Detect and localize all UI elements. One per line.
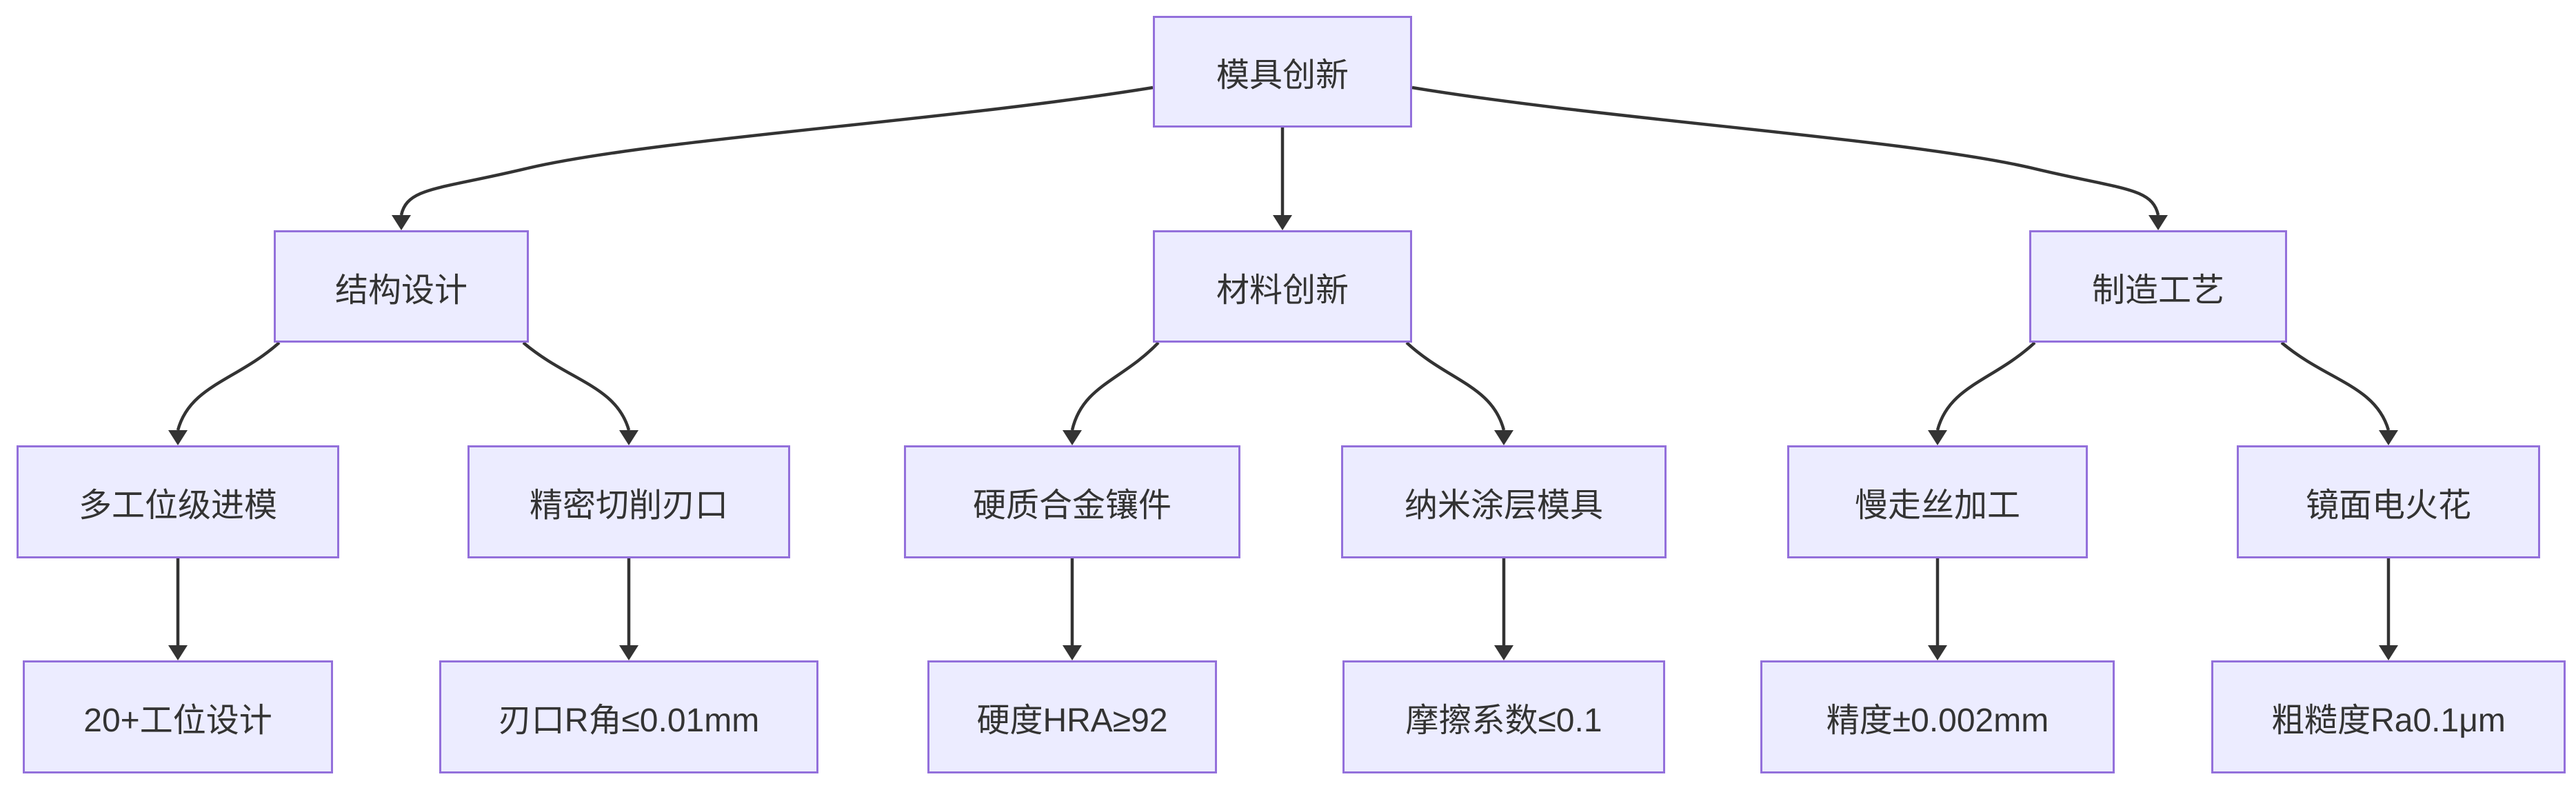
node-label: 硬质合金镶件 (972, 487, 1171, 524)
flow-node-precision: 精度±0.002mm (1760, 660, 2115, 773)
arrowhead-icon (2379, 430, 2398, 445)
edge-material-to-nano (1405, 341, 1506, 431)
flow-node-hardness: 硬度HRA≥92 (927, 660, 1217, 773)
arrowhead-icon (2149, 215, 2168, 230)
flow-node-struct: 结构设计 (274, 230, 529, 343)
flow-node-rough: 粗糙度Ra0.1μm (2211, 660, 2566, 773)
flow-node-edm: 镜面电火花 (2237, 445, 2540, 558)
node-label: 精度±0.002mm (1826, 702, 2049, 739)
flow-node-nano: 纳米涂层模具 (1341, 445, 1667, 558)
edge-root-to-struct (399, 85, 1154, 216)
edge-process-to-edm (2280, 341, 2391, 431)
arrowhead-icon (1063, 430, 1082, 445)
edge-struct-to-multi (176, 341, 281, 431)
arrowhead-icon (1928, 645, 1947, 660)
edge-root-to-process (1411, 85, 2160, 216)
flow-node-wirecut: 慢走丝加工 (1787, 445, 2088, 558)
node-label: 材料创新 (1216, 272, 1349, 309)
flow-node-edgecut: 精密切削刃口 (467, 445, 790, 558)
node-label: 纳米涂层模具 (1404, 487, 1603, 524)
node-label: 结构设计 (334, 272, 467, 309)
arrowhead-icon (1063, 645, 1082, 660)
node-label: 慢走丝加工 (1854, 487, 2020, 524)
edge-process-to-wirecut (1935, 341, 2036, 431)
node-label: 摩擦系数≤0.1 (1405, 702, 1602, 739)
node-label: 多工位级进模 (78, 487, 277, 524)
flow-node-rangle: 刃口R角≤0.01mm (439, 660, 818, 773)
arrowhead-icon (1273, 215, 1292, 230)
node-label: 模具创新 (1216, 57, 1349, 94)
arrowhead-icon (2379, 645, 2398, 660)
node-label: 刃口R角≤0.01mm (498, 702, 760, 739)
arrowhead-icon (168, 645, 188, 660)
flow-node-process: 制造工艺 (2029, 230, 2287, 343)
node-label: 20+工位设计 (83, 702, 272, 739)
flow-node-friction: 摩擦系数≤0.1 (1342, 660, 1665, 773)
arrowhead-icon (1928, 430, 1947, 445)
flow-node-multi: 多工位级进模 (17, 445, 339, 558)
arrowhead-icon (392, 215, 411, 230)
arrowhead-icon (1494, 645, 1513, 660)
node-label: 硬度HRA≥92 (976, 702, 1168, 739)
arrowhead-icon (619, 645, 638, 660)
arrowhead-icon (168, 430, 188, 445)
arrowhead-icon (619, 430, 638, 445)
edge-material-to-carbide (1070, 341, 1160, 431)
edge-struct-to-edgecut (522, 341, 631, 431)
flow-node-material: 材料创新 (1153, 230, 1412, 343)
node-label: 粗糙度Ra0.1μm (2271, 702, 2506, 739)
node-label: 镜面电火花 (2305, 487, 2471, 524)
node-label: 精密切削刃口 (529, 487, 728, 524)
flow-node-carbide: 硬质合金镶件 (904, 445, 1240, 558)
flow-node-station: 20+工位设计 (23, 660, 333, 773)
flow-node-root: 模具创新 (1153, 16, 1412, 128)
node-label: 制造工艺 (2091, 272, 2224, 309)
arrowhead-icon (1494, 430, 1513, 445)
